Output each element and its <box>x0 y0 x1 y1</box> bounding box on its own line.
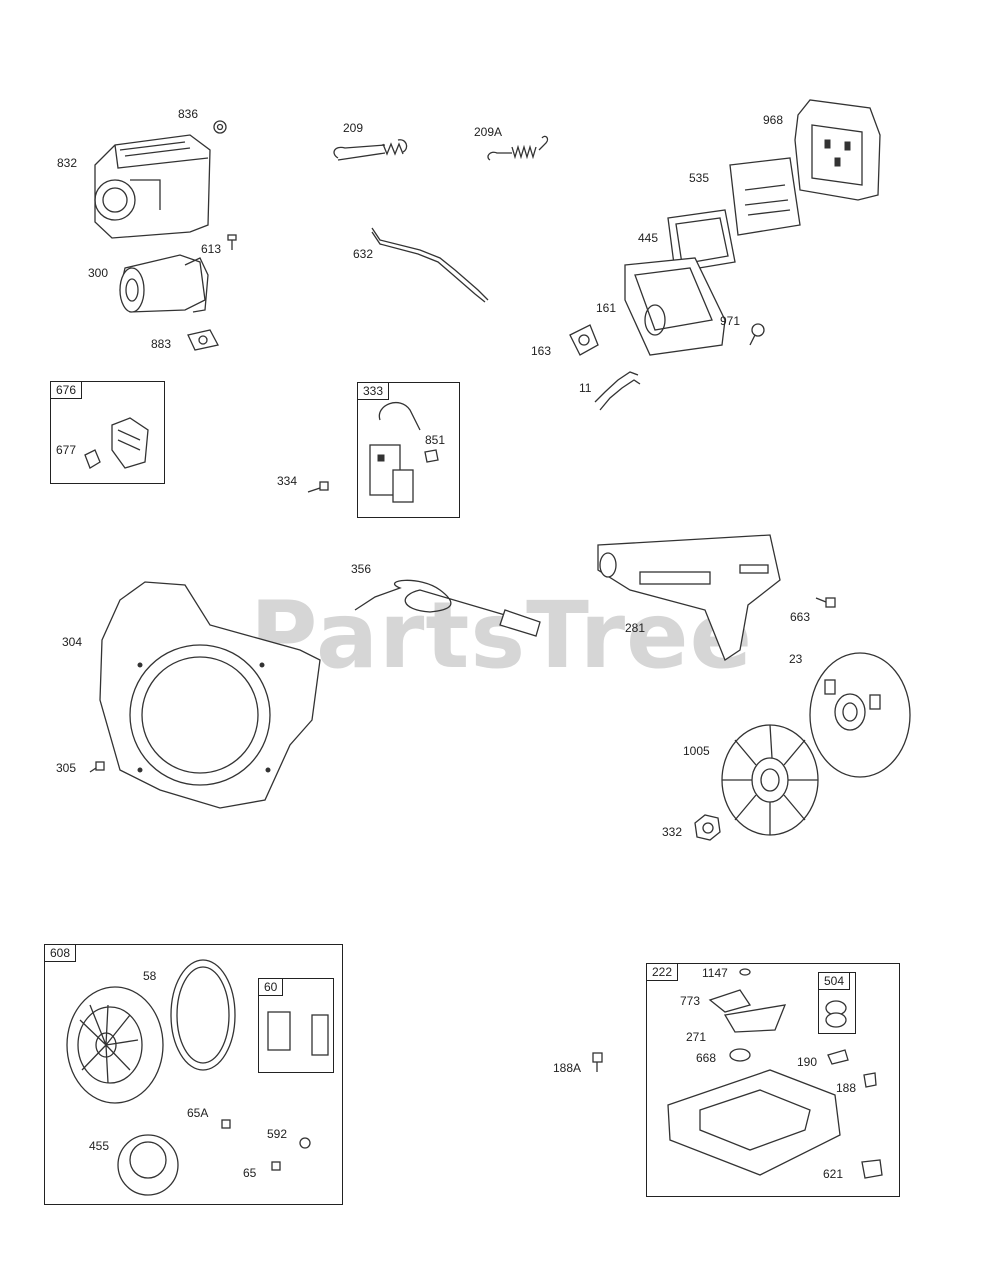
part-883-gasket-drawing <box>187 329 219 351</box>
part-label-161: 161 <box>596 301 617 315</box>
part-label-209: 209 <box>343 121 364 135</box>
part-832-shroud-drawing <box>94 134 211 239</box>
part-label-832: 832 <box>57 156 78 170</box>
part-504-drawing <box>825 1000 847 1028</box>
part-332-nut-drawing <box>694 814 721 841</box>
part-label-663: 663 <box>790 610 811 624</box>
part-281-bracket-drawing <box>597 534 781 661</box>
part-label-65a: 65A <box>187 1106 209 1120</box>
part-label-445: 445 <box>638 231 659 245</box>
part-label-11: 11 <box>579 381 592 395</box>
group-box-333: 333 <box>357 382 460 518</box>
part-455-pulley-drawing <box>117 1134 179 1196</box>
part-label-971: 971 <box>720 314 741 328</box>
part-163-gasket-drawing <box>569 324 599 356</box>
part-label-773: 773 <box>680 994 701 1008</box>
part-1005-fan-drawing <box>721 724 819 836</box>
part-label-851: 851 <box>425 433 446 447</box>
part-label-305: 305 <box>56 761 77 775</box>
group-tag-608: 608 <box>44 944 77 962</box>
part-label-356: 356 <box>351 562 372 576</box>
part-836-nut-drawing <box>213 120 227 134</box>
part-label-188: 188 <box>836 1081 857 1095</box>
part-356-wire-drawing <box>354 579 541 637</box>
part-209-spring-drawing <box>333 139 408 161</box>
part-label-271: 271 <box>686 1030 707 1044</box>
part-608-starter-drawing <box>66 986 164 1104</box>
part-971-screw-drawing <box>749 323 765 346</box>
part-label-968: 968 <box>763 113 784 127</box>
part-188a-screw-drawing <box>592 1052 603 1072</box>
part-label-1147: 1147 <box>702 966 728 980</box>
part-968-cover-drawing <box>794 99 881 201</box>
part-300-muffler-drawing <box>119 254 209 313</box>
part-label-304: 304 <box>62 635 83 649</box>
part-222-bracket-drawing <box>667 968 883 1179</box>
part-label-58: 58 <box>143 969 157 983</box>
part-label-163: 163 <box>531 344 552 358</box>
part-677-drawing <box>84 417 149 469</box>
part-label-836: 836 <box>178 107 199 121</box>
part-label-209a: 209A <box>474 125 503 139</box>
group-box-608: 608 <box>44 944 343 1205</box>
group-box-60: 60 <box>258 978 334 1073</box>
part-label-188a: 188A <box>553 1061 582 1075</box>
group-box-504: 504 <box>818 972 856 1034</box>
part-label-334: 334 <box>277 474 298 488</box>
part-label-455: 455 <box>89 1139 110 1153</box>
part-label-281: 281 <box>625 621 646 635</box>
group-tag-676: 676 <box>50 381 83 399</box>
part-label-65: 65 <box>243 1166 257 1180</box>
group-box-676: 676 <box>50 381 165 484</box>
part-23-flywheel-drawing <box>809 652 911 778</box>
part-label-668: 668 <box>696 1051 717 1065</box>
part-label-23: 23 <box>789 652 803 666</box>
part-445-gasket-drawing <box>667 209 736 273</box>
part-305-screw-drawing <box>89 761 105 773</box>
part-592-nut-drawing <box>299 1137 311 1149</box>
group-tag-222: 222 <box>646 963 679 981</box>
part-label-677: 677 <box>56 443 77 457</box>
part-65-screw-drawing <box>271 1161 281 1171</box>
part-58-spring-drawing <box>170 959 236 1071</box>
part-label-1005: 1005 <box>683 744 710 758</box>
part-632-link-drawing <box>371 227 489 303</box>
part-613-screw-drawing <box>227 234 237 250</box>
part-161-base-drawing <box>624 257 726 356</box>
part-304-housing-drawing <box>99 581 321 809</box>
group-box-222: 222 <box>646 963 900 1197</box>
part-label-621: 621 <box>823 1167 844 1181</box>
group-tag-504: 504 <box>818 972 851 990</box>
part-label-300: 300 <box>88 266 109 280</box>
part-label-613: 613 <box>201 242 222 256</box>
part-label-883: 883 <box>151 337 172 351</box>
part-334-screw-drawing <box>307 481 329 493</box>
part-535-filter-drawing <box>729 157 801 236</box>
part-label-535: 535 <box>689 171 710 185</box>
part-label-190: 190 <box>797 1055 818 1069</box>
part-11-hose-drawing <box>594 371 641 411</box>
part-label-632: 632 <box>353 247 374 261</box>
group-tag-333: 333 <box>357 382 390 400</box>
part-65a-screw-drawing <box>221 1119 231 1129</box>
part-333-drawing <box>369 401 439 503</box>
part-663-screw-drawing <box>815 597 836 608</box>
part-209a-spring-drawing <box>487 135 549 161</box>
part-label-332: 332 <box>662 825 683 839</box>
group-tag-60: 60 <box>258 978 284 996</box>
part-60-pawls-drawing <box>267 1011 329 1056</box>
part-label-592: 592 <box>267 1127 288 1141</box>
